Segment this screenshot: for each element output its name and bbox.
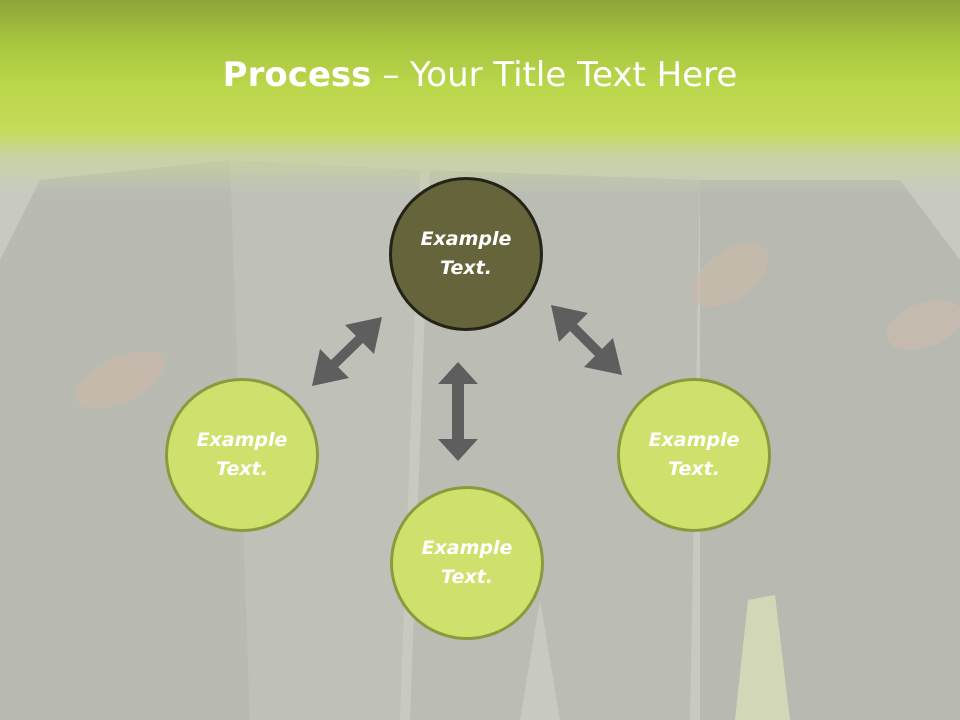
double-arrow-icon (312, 317, 382, 386)
slide-title[interactable]: Process – Your Title Text Here (0, 50, 960, 100)
title-keyword: Process (222, 55, 372, 95)
header-band (0, 0, 960, 200)
node-right-label: Example Text. (648, 429, 740, 480)
node-bottom[interactable]: Example Text. (390, 486, 544, 640)
node-left[interactable]: Example Text. (165, 378, 319, 532)
node-top-label: Example Text. (420, 228, 512, 279)
node-left-label: Example Text. (196, 429, 288, 480)
title-text: Your Title Text Here (410, 55, 738, 95)
title-dash: – (371, 55, 411, 95)
double-arrow-icon (551, 305, 622, 375)
node-right[interactable]: Example Text. (617, 378, 771, 532)
node-top[interactable]: Example Text. (389, 177, 543, 331)
double-arrow-icon (438, 362, 478, 461)
node-bottom-label: Example Text. (421, 537, 513, 588)
